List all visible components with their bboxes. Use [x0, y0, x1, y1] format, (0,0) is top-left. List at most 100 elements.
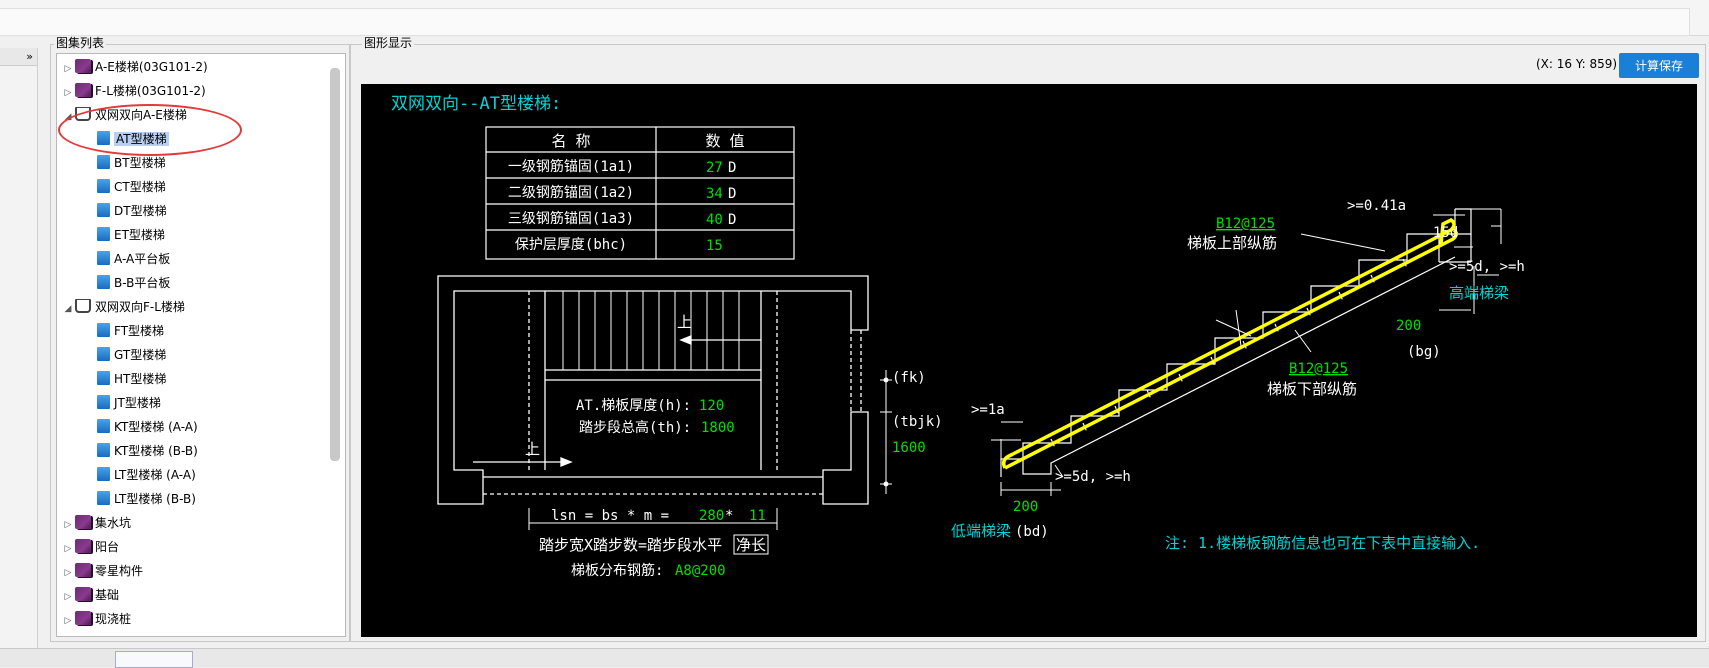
- tree-item[interactable]: ▷现浇桩: [61, 608, 131, 630]
- tree-item[interactable]: CT型楼梯: [97, 176, 166, 198]
- high-beam-value[interactable]: 200: [1396, 318, 1421, 334]
- table-cell-value[interactable]: 27: [706, 160, 723, 176]
- table-cell-unit: D: [728, 186, 736, 202]
- tree-item[interactable]: ▷ 阳台: [61, 536, 119, 558]
- tree-item[interactable]: JT型楼梯: [97, 392, 161, 414]
- book-icon: [75, 563, 91, 577]
- tree-item[interactable]: B-B平台板: [97, 272, 170, 294]
- collapsed-arrow-icon[interactable]: ▷: [64, 64, 72, 74]
- tree-item-label: B-B平台板: [114, 276, 171, 290]
- vertical-dimension: [880, 370, 892, 494]
- tree-item[interactable]: GT型楼梯: [97, 344, 166, 366]
- tree-item[interactable]: ET型楼梯: [97, 224, 165, 246]
- tree-item[interactable]: ▷ 基础: [61, 584, 119, 606]
- open-book-icon: [75, 299, 91, 313]
- table-header-value: 数 值: [705, 132, 744, 150]
- tree-item[interactable]: ▷零星构件: [61, 560, 143, 582]
- page-icon: [97, 155, 110, 169]
- thickness-value[interactable]: 120: [699, 398, 724, 414]
- tree-item-label: F-L楼梯(03G101-2): [95, 84, 206, 98]
- tree-item[interactable]: HT型楼梯: [97, 368, 166, 390]
- anchor-15d-label: 15d: [1433, 225, 1458, 241]
- drawing-canvas[interactable]: 双网双向--AT型楼梯: 名 称 数 值 一级钢筋锚固(1a1) 27 D 二级…: [361, 84, 1697, 637]
- param-table: [485, 126, 795, 260]
- collapsed-arrow-icon[interactable]: ▷: [64, 568, 72, 578]
- bottom-rebar-spec[interactable]: B12@125: [1289, 361, 1348, 377]
- expanded-arrow-icon[interactable]: ◢: [64, 304, 72, 314]
- table-rows: 一级钢筋锚固(1a1) 27 D 二级钢筋锚固(1a2) 34 D 三级钢筋锚固…: [508, 158, 737, 254]
- tree-item-label: KT型楼梯 (A-A): [114, 420, 198, 434]
- bottom-tab[interactable]: [115, 651, 193, 668]
- tree-item-label: 阳台: [95, 540, 120, 554]
- page-icon: [97, 227, 110, 241]
- table-cell-value[interactable]: 34: [706, 186, 723, 202]
- table-cell-name: 保护层厚度(bhc): [515, 237, 627, 253]
- table-cell-name: 二级钢筋锚固(1a2): [508, 184, 634, 201]
- tree-item-label: 基础: [95, 588, 120, 602]
- low-beam-value[interactable]: 200: [1013, 499, 1038, 515]
- tree-item[interactable]: ▷ 集水坑: [61, 512, 131, 534]
- height-value[interactable]: 1800: [701, 420, 735, 436]
- lsn-bs-value[interactable]: 280: [699, 508, 724, 524]
- book-icon: [75, 83, 91, 97]
- tree-item-label: LT型楼梯 (A-A): [114, 468, 196, 482]
- tree-item[interactable]: ◢ 双网双向F-L楼梯: [61, 296, 185, 318]
- tree-item-label: GT型楼梯: [114, 348, 167, 362]
- tree-item[interactable]: KT型楼梯 (A-A): [97, 416, 198, 438]
- distribution-rebar-label: 梯板分布钢筋:: [571, 562, 663, 579]
- collapsed-arrow-icon[interactable]: ▷: [64, 88, 72, 98]
- table-cell-unit: D: [728, 160, 736, 176]
- bg-label: (bg): [1407, 344, 1441, 360]
- collapsed-arrow-icon[interactable]: ▷: [64, 544, 72, 554]
- tbjk-label: (tbjk): [892, 414, 943, 430]
- table-cell-value[interactable]: 15: [706, 238, 723, 254]
- page-icon: [97, 491, 110, 505]
- tree-scrollbar[interactable]: [330, 68, 340, 461]
- tree-item[interactable]: ▷A-E楼梯(03G101-2): [61, 56, 208, 78]
- tree-item-label: LT型楼梯 (B-B): [114, 492, 196, 506]
- plan-up-label-2: 上: [525, 440, 540, 458]
- tree-item-label: ET型楼梯: [114, 228, 165, 242]
- tree-item[interactable]: LT型楼梯 (B-B): [97, 488, 196, 510]
- calculate-save-button[interactable]: 计算保存: [1619, 53, 1699, 78]
- tree-item-label: 集水坑: [95, 516, 132, 530]
- top-rebar-spec[interactable]: B12@125: [1216, 216, 1275, 232]
- tree-item-label: 双网双向F-L楼梯: [95, 300, 185, 314]
- page-icon: [97, 371, 110, 385]
- table-cell-unit: D: [728, 212, 736, 228]
- bottom-tabs-bar: [0, 648, 1709, 668]
- collapse-toggle[interactable]: »: [0, 48, 37, 66]
- tree-item-label: HT型楼梯: [114, 372, 167, 386]
- high-beam-label: 高端梯梁: [1449, 284, 1509, 302]
- page-icon: [97, 179, 110, 193]
- tree-item[interactable]: ▷ F-L楼梯(03G101-2): [61, 80, 206, 102]
- tree-item[interactable]: BT型楼梯: [97, 152, 166, 174]
- tree-item[interactable]: DT型楼梯: [97, 200, 167, 222]
- tree-item[interactable]: FT型楼梯: [97, 320, 164, 342]
- leader-lines: [991, 208, 1502, 496]
- distribution-rebar-value[interactable]: A8@200: [675, 563, 726, 579]
- table-cell-name: 一级钢筋锚固(1a1): [508, 158, 634, 175]
- tree-item[interactable]: KT型楼梯 (B-B): [97, 440, 198, 462]
- tree-item-label: JT型楼梯: [114, 396, 161, 410]
- tree-item[interactable]: A-A平台板: [97, 248, 170, 270]
- book-icon: [75, 515, 91, 529]
- atlas-list-title: 图集列表: [54, 36, 107, 50]
- page-icon: [97, 347, 110, 361]
- collapsed-arrow-icon[interactable]: ▷: [64, 592, 72, 602]
- toolbar-row: [0, 8, 1690, 36]
- table-cell-value[interactable]: 40: [706, 212, 723, 228]
- drawing-note: 注: 1.楼梯板钢筋信息也可在下表中直接输入.: [1165, 534, 1480, 552]
- tree-item-label: A-A平台板: [114, 252, 171, 266]
- tree-item-label: FT型楼梯: [114, 324, 165, 338]
- tbjk-value[interactable]: 1600: [892, 440, 926, 456]
- distribution-bars: [1050, 258, 1408, 449]
- tree-item[interactable]: LT型楼梯 (A-A): [97, 464, 196, 486]
- table-cell-name: 三级钢筋锚固(1a3): [508, 210, 634, 227]
- collapsed-arrow-icon[interactable]: ▷: [64, 520, 72, 530]
- bottom-rebar-label: 梯板下部纵筋: [1267, 380, 1357, 398]
- table-header-name: 名 称: [551, 132, 590, 150]
- lsn-m-value[interactable]: 11: [749, 508, 766, 524]
- collapsed-arrow-icon[interactable]: ▷: [64, 616, 72, 626]
- anchor-la-label: >=1a: [971, 402, 1005, 418]
